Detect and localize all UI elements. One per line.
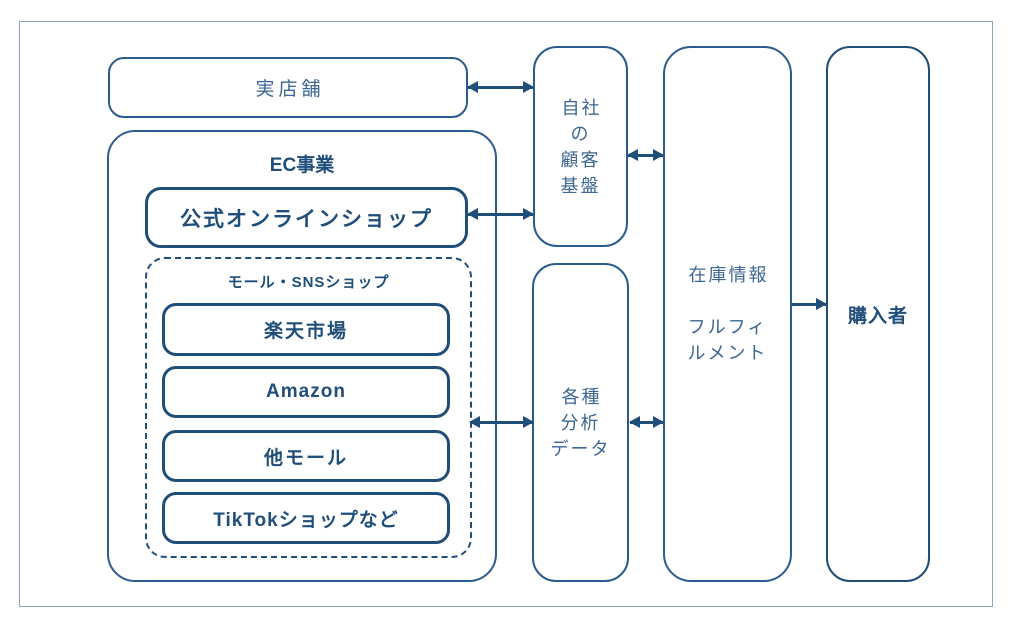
physical-store-box: 実店舗 — [108, 57, 468, 118]
arrow-mall-group-to-analytics — [469, 416, 534, 428]
arrow-store-to-customer-base — [467, 81, 534, 93]
arrow-inventory-to-buyer — [792, 298, 827, 310]
inventory-fulfillment-box: 在庫情報 フルフィ ルメント — [663, 46, 792, 582]
ec-business-title: EC事業 — [269, 155, 335, 176]
official-online-shop-box: 公式オンラインショップ — [145, 187, 468, 248]
arrow-customer-base-to-inventory — [627, 149, 664, 161]
arrow-official-shop-to-customer-base — [467, 208, 534, 220]
analytics-data-box: 各種 分析 データ — [532, 263, 629, 582]
mall-item-amazon-box: Amazon — [162, 366, 450, 418]
mall-item-rakuten-box: 楽天市場 — [162, 303, 450, 356]
arrow-analytics-to-inventory — [629, 416, 664, 428]
mall-sns-group-title: モール・SNSショップ — [227, 274, 390, 291]
mall-item-tiktok-box: TikTokショップなど — [162, 492, 450, 544]
customer-base-box: 自社 の 顧客 基盤 — [533, 46, 628, 247]
mall-item-other-mall-box: 他モール — [162, 430, 450, 482]
diagram-outer-frame — [19, 21, 993, 607]
buyer-box: 購入者 — [826, 46, 930, 582]
